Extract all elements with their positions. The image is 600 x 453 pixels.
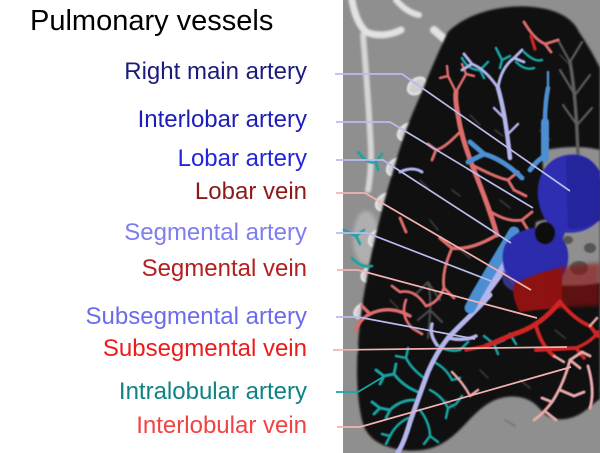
bones [348, 0, 459, 193]
pink-interlobular-veins [450, 316, 599, 422]
label-interlobar-artery: Interlobar artery [137, 106, 307, 133]
leader-line-lobar-artery [336, 159, 512, 244]
leader-line-subsegmental-vein [332, 346, 568, 351]
ct-corner-gray [570, 0, 600, 62]
leader-line-interlobular-vein [337, 366, 572, 428]
leader-line-intralobular-artery [336, 376, 384, 393]
label-segmental-vein: Segmental vein [141, 255, 307, 282]
label-subsegmental-vein: Subsegmental vein [102, 335, 307, 362]
red-vein-tip [529, 34, 537, 51]
leader-line-lobar-vein [336, 192, 532, 291]
label-intralobular-artery: Intralobular artery [118, 378, 307, 405]
label-interlobular-vein: Interlobular vein [136, 412, 307, 439]
leader-line-right-main-artery [335, 73, 571, 192]
leader-lines [332, 73, 572, 428]
label-subsegmental-artery: Subsegmental artery [85, 303, 307, 330]
label-lobar-artery: Lobar artery [177, 145, 307, 172]
label-segmental-artery: Segmental artery [124, 219, 307, 246]
label-right-main-artery: Right main artery [124, 58, 307, 85]
leader-line-segmental-artery [336, 232, 492, 282]
label-lobar-vein: Lobar vein [194, 178, 307, 205]
dark-red-lobar-vein [513, 263, 600, 312]
figure-title: Pulmonary vessels [30, 5, 274, 37]
teal-intralobular-arteries [342, 46, 544, 446]
blue-lobar-arteries [464, 70, 551, 314]
leader-line-segmental-vein [337, 269, 538, 319]
leader-line-interlobar-artery [336, 121, 534, 209]
hilum-dark-hole [535, 222, 555, 244]
leader-line-subsegmental-artery [336, 316, 476, 340]
salmon-vein-tree [354, 20, 560, 336]
